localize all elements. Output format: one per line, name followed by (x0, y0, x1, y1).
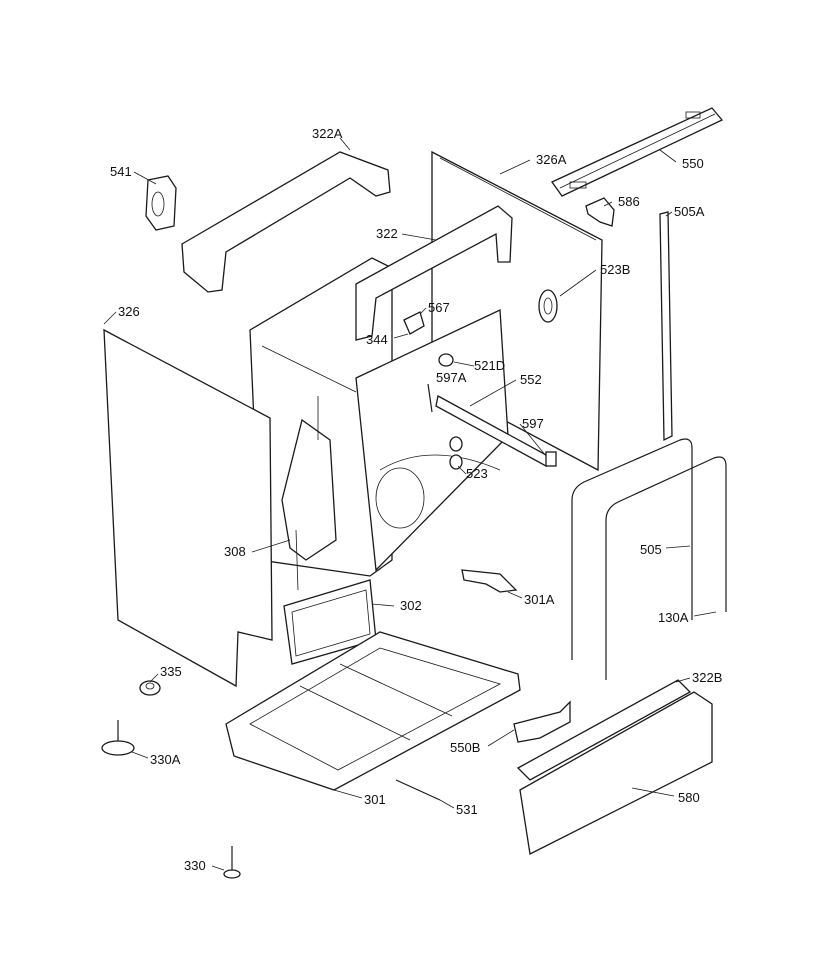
part-550-rail (551, 107, 724, 197)
label-523b: 523B (600, 262, 630, 277)
part-580-plate (519, 691, 713, 855)
label-541: 541 (110, 164, 132, 179)
leader-lines (103, 137, 717, 871)
label-550b: 550B (450, 740, 480, 755)
part-523b-grommet (538, 289, 558, 323)
part-550b-bracket (513, 700, 571, 743)
label-597: 597 (522, 416, 544, 431)
label-130a: 130A (658, 610, 689, 625)
label-523: 523 (466, 466, 488, 481)
part-326-panel (103, 328, 273, 688)
part-597a-rod (427, 383, 433, 413)
label-550: 550 (682, 156, 704, 171)
label-552: 552 (520, 372, 542, 387)
label-344: 344 (366, 332, 388, 347)
part-301-base (225, 631, 521, 791)
label-322b: 322B (692, 670, 722, 685)
label-597a: 597A (436, 370, 467, 385)
part-505a-strip (659, 211, 673, 442)
part-308-hinge (281, 396, 337, 591)
label-580: 580 (678, 790, 700, 805)
label-326a: 326A (536, 152, 567, 167)
label-301a: 301A (524, 592, 555, 607)
label-531: 531 (456, 802, 478, 817)
part-586-bracket (585, 197, 615, 227)
part-523-grommets (449, 436, 463, 470)
label-505: 505 (640, 542, 662, 557)
part-335-nut (139, 680, 161, 696)
part-322b-rail (516, 679, 692, 781)
label-330: 330 (184, 858, 206, 873)
label-567: 567 (428, 300, 450, 315)
part-521d-cap (438, 353, 454, 367)
label-308: 308 (224, 544, 246, 559)
label-330a: 330A (150, 752, 181, 767)
label-322a: 322A (312, 126, 343, 141)
part-531-rod (395, 779, 441, 801)
part-301a-bracket (461, 569, 518, 593)
part-330-screw (223, 846, 241, 879)
part-505-seal (571, 438, 693, 660)
label-521d: 521D (474, 358, 505, 373)
part-130a-gasket (605, 456, 727, 680)
label-301: 301 (364, 792, 386, 807)
label-326: 326 (118, 304, 140, 319)
part-567-clip (403, 311, 425, 335)
part-330a-foot (101, 720, 135, 756)
part-labels: 541 322A 326A 550 586 505A 322 523B 326 … (110, 126, 722, 873)
label-505a: 505A (674, 204, 705, 219)
part-322-frame (355, 205, 513, 341)
label-586: 586 (618, 194, 640, 209)
part-597-cap (545, 451, 557, 467)
label-335: 335 (160, 664, 182, 679)
part-541-clip (145, 175, 177, 231)
part-322a-frame (181, 151, 391, 293)
label-302: 302 (400, 598, 422, 613)
label-322: 322 (376, 226, 398, 241)
